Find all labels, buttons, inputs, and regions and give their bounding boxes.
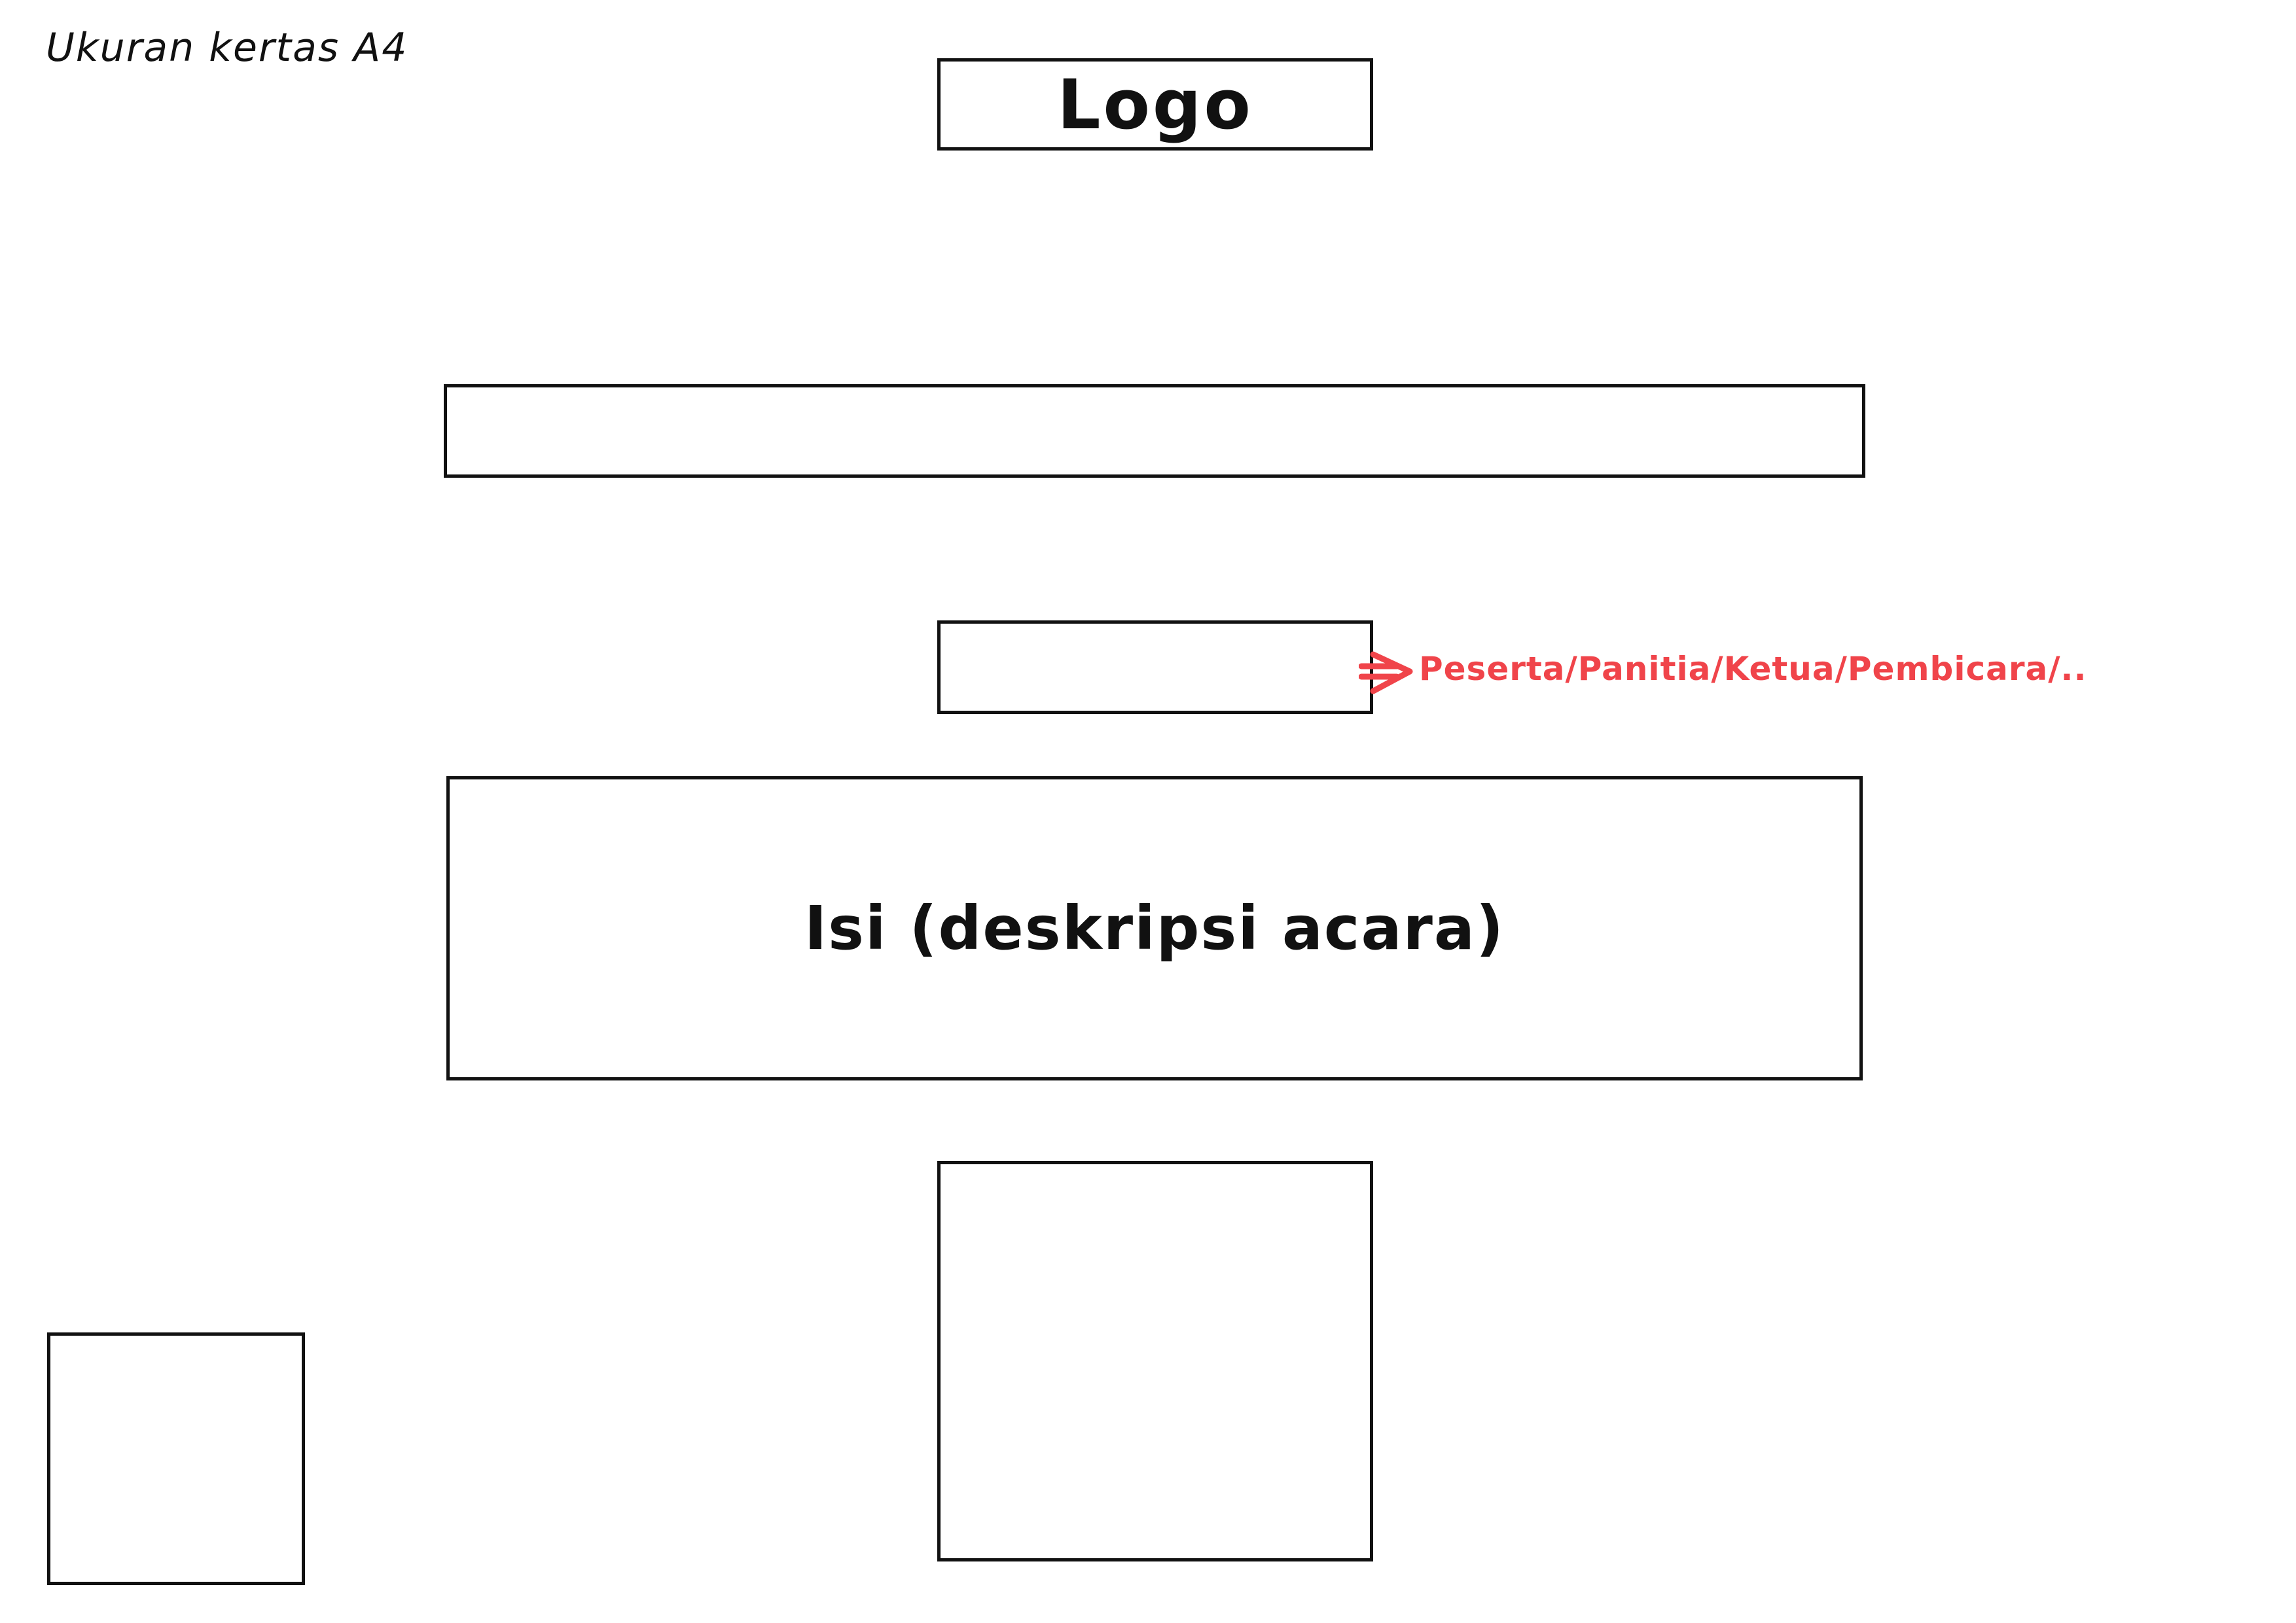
role-placeholder [937,620,1373,714]
paper-size-note: Ukuran kertas A4 [46,25,408,71]
signature-placeholder [937,1161,1373,1561]
arrow-right-icon [1359,651,1413,694]
content-placeholder: Isi (deskripsi acara) [446,776,1863,1080]
content-label: Isi (deskripsi acara) [804,893,1505,963]
role-annotation: Peserta/Panitia/Ketua/Pembicara/.. [1419,650,2087,688]
title-placeholder [444,384,1865,478]
logo-label: Logo [1057,64,1253,145]
logo-placeholder: Logo [937,58,1373,151]
small-image-placeholder [47,1332,305,1585]
